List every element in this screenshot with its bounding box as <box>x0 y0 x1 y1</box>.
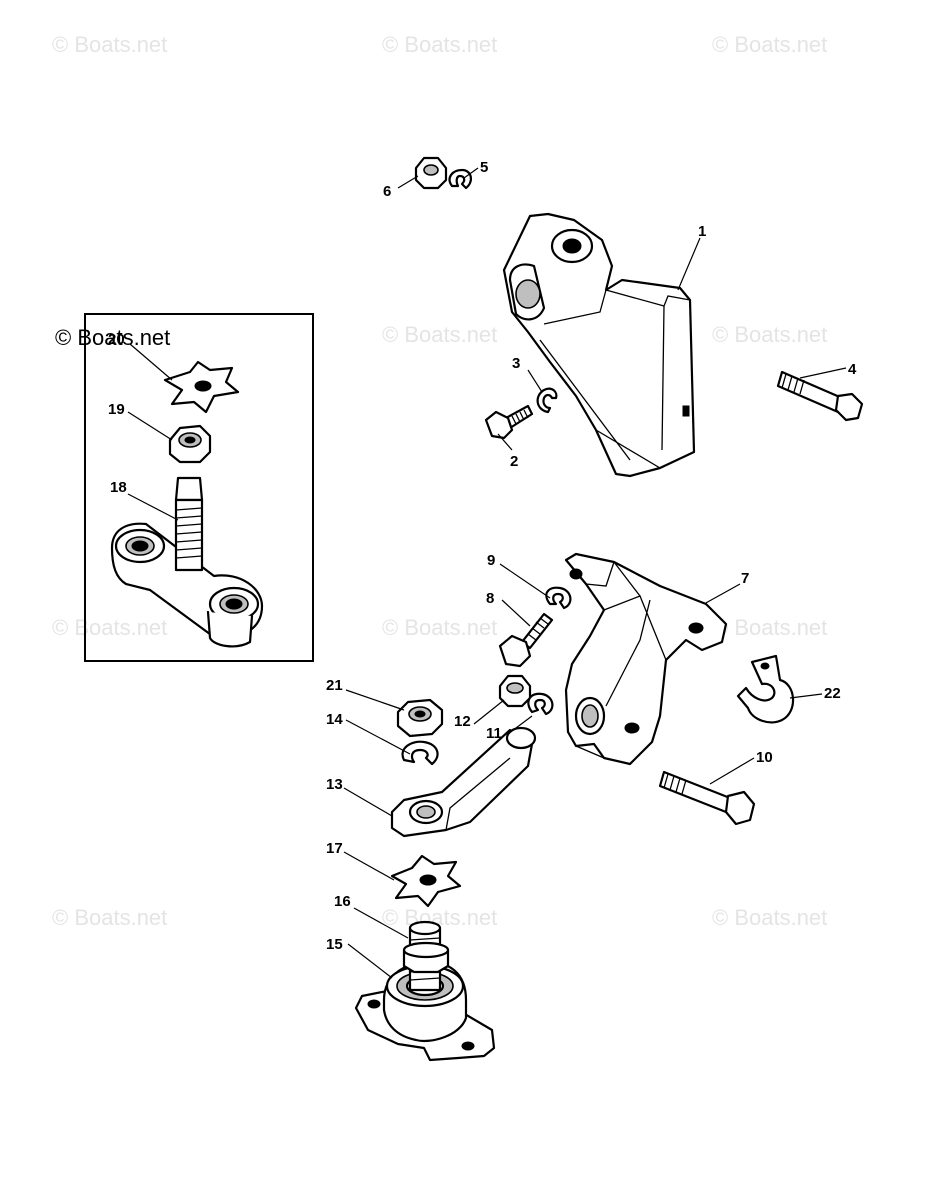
part-11-lock-washer <box>527 692 554 716</box>
watermark: © Boats.net <box>382 32 497 57</box>
inset-frame <box>84 313 314 662</box>
watermark: © Boats.net <box>712 905 827 930</box>
watermark: © Boats.net <box>382 615 497 640</box>
callout-labels: 1 2 3 4 5 6 7 8 9 10 11 12 13 14 15 16 1… <box>108 159 857 953</box>
inset-panel: © Boats.net <box>55 313 314 662</box>
callout-22: 22 <box>824 685 841 702</box>
leader-lines <box>127 167 847 979</box>
callout-8: 8 <box>486 590 494 607</box>
part-22-clamp <box>736 654 795 724</box>
part-6-nut <box>414 156 448 190</box>
part-20-lock-tab <box>163 360 240 414</box>
watermark: © Boats.net <box>52 615 167 640</box>
callout-6: 6 <box>383 183 391 200</box>
part-7-mount-bracket <box>564 552 728 766</box>
callout-5: 5 <box>480 159 488 176</box>
callout-12: 12 <box>454 713 471 730</box>
watermark: © Boats.net <box>382 322 497 347</box>
callout-9: 9 <box>487 552 495 569</box>
part-12-nut <box>498 674 532 708</box>
part-5-lock-washer <box>448 168 472 190</box>
watermark: © Boats.net <box>52 32 167 57</box>
inset-watermark: © Boats.net <box>55 325 170 350</box>
part-4-bolt <box>776 370 864 422</box>
callout-19: 19 <box>108 401 125 418</box>
watermark: © Boats.net <box>712 32 827 57</box>
callout-18: 18 <box>110 479 127 496</box>
part-8-bolt <box>498 612 554 668</box>
part-13-shaft <box>390 726 537 838</box>
watermark: © Boats.net <box>712 322 827 347</box>
callout-16: 16 <box>334 893 351 910</box>
part-19-hex-nut <box>168 424 212 464</box>
callout-2: 2 <box>510 453 518 470</box>
part-3-clip <box>536 387 558 414</box>
part-18-link-arm <box>110 476 264 648</box>
part-14-washer <box>401 740 439 766</box>
callout-4: 4 <box>848 361 857 378</box>
watermark: © Boats.net <box>52 905 167 930</box>
callout-13: 13 <box>326 776 343 793</box>
part-16-stud <box>402 920 450 992</box>
part-2-bolt <box>484 404 534 440</box>
part-21-nut <box>396 698 444 738</box>
callout-15: 15 <box>326 936 343 953</box>
callout-10: 10 <box>756 749 773 766</box>
part-1-bracket <box>502 212 696 478</box>
callout-1: 1 <box>698 223 706 240</box>
part-17-lock-tab <box>390 854 462 908</box>
callout-3: 3 <box>512 355 520 372</box>
callout-17: 17 <box>326 840 343 857</box>
part-10-bolt <box>658 770 756 826</box>
watermark: © Boats.net <box>712 615 827 640</box>
callout-20: 20 <box>108 331 125 348</box>
part-9-lock-washer <box>545 586 572 610</box>
callout-14: 14 <box>326 711 343 728</box>
callout-21: 21 <box>326 677 343 694</box>
callout-7: 7 <box>741 570 749 587</box>
callout-11: 11 <box>486 725 502 742</box>
